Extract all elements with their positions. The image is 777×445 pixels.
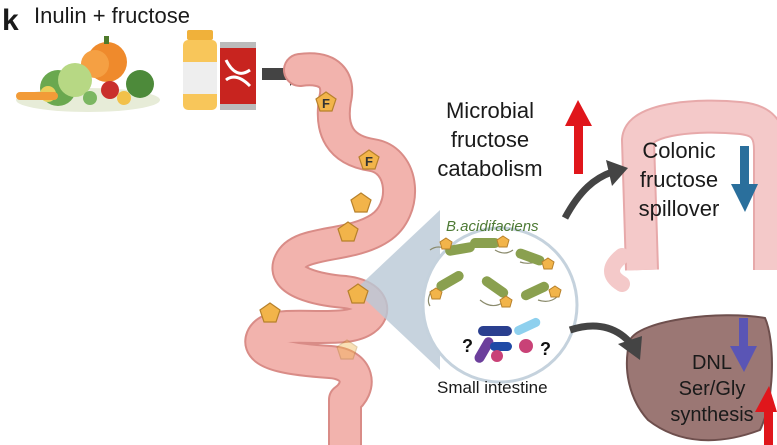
fructose-pentagon	[337, 221, 359, 242]
diet-title: Inulin + fructose	[34, 3, 190, 28]
b-acidifaciens-bacteria	[427, 235, 562, 308]
fructose-pentagon	[315, 91, 337, 112]
colonic-spillover-label: Colonic fructose spillover	[624, 136, 734, 223]
juice-bottle-icon	[183, 30, 217, 110]
small-intestine-label: Small intestine	[437, 378, 548, 397]
fructose-molecules	[259, 91, 380, 360]
magnification-cone	[355, 210, 440, 370]
unknown-microbe-marker: ?	[462, 336, 473, 356]
label-line: DNL	[691, 352, 732, 374]
to-liver-arrow-icon	[568, 322, 642, 360]
fructose-pentagon	[358, 149, 380, 170]
fructose-pentagon	[350, 192, 372, 213]
colon-illustration	[604, 99, 777, 292]
label-line: spillover	[638, 196, 720, 221]
label-line: catabolism	[437, 156, 543, 181]
dnl-down-arrow-icon	[730, 318, 757, 372]
label-line: synthesis	[670, 404, 754, 426]
small-intestine-zoom-circle	[421, 226, 579, 384]
microbial-catabolism-up-arrow-icon	[565, 100, 592, 174]
label-line: fructose	[639, 167, 719, 192]
fructose-pentagon	[336, 339, 358, 360]
label-line: fructose	[450, 127, 530, 152]
fructose-pentagon	[259, 302, 281, 323]
soda-can-icon	[220, 42, 256, 110]
label-line: Microbial	[445, 98, 535, 123]
label-line: Colonic	[642, 138, 716, 163]
liver-pathways-label: DNL Ser/Gly synthesis	[664, 350, 760, 428]
panel-letter: k	[2, 4, 19, 37]
label-line: Ser/Gly	[678, 378, 746, 400]
vegetables-illustration	[16, 36, 160, 112]
digestive-tract	[244, 52, 416, 445]
other-microbes	[474, 317, 541, 363]
colonic-spillover-down-arrow-icon	[731, 146, 758, 212]
fructose-marker-label: F	[322, 96, 330, 111]
unknown-microbe-marker: ?	[540, 339, 551, 359]
fructose-marker-label: F	[365, 154, 373, 169]
ser-gly-up-arrow-icon	[755, 386, 777, 445]
species-label: B.acidifaciens	[446, 218, 539, 235]
fructose-pentagon	[347, 283, 369, 304]
microbial-catabolism-label: Microbial fructose catabolism	[420, 96, 560, 183]
to-colon-arrow-icon	[561, 160, 628, 220]
